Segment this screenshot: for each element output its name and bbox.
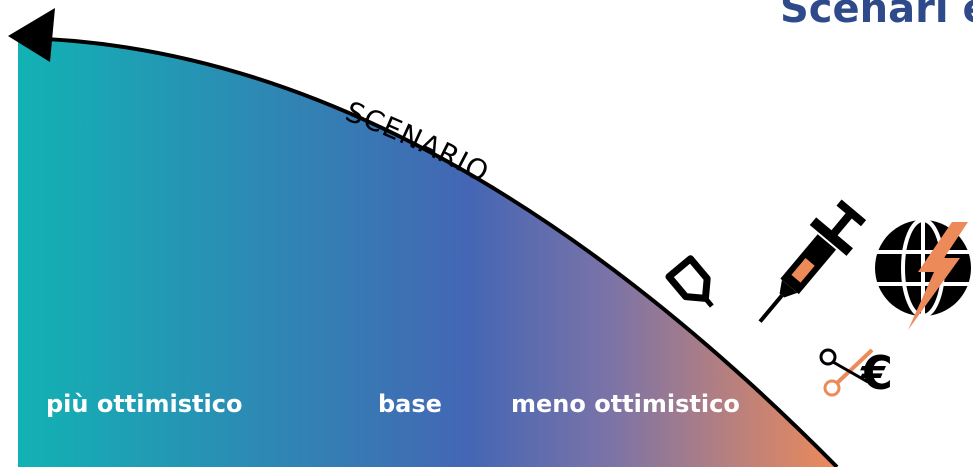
- euro-scissors-icon: €: [819, 346, 893, 400]
- label-base: base: [378, 390, 442, 418]
- svg-text:€: €: [860, 346, 893, 400]
- syringe-icon: [758, 199, 867, 323]
- arrow-left-icon: [8, 8, 55, 62]
- globe-lightning-icon: [875, 218, 971, 330]
- scenario-arc: [17, 36, 839, 467]
- page-title: Scenari e: [780, 0, 973, 32]
- label-most-optimistic: più ottimistico: [46, 390, 243, 418]
- scenario-gradient-area: [18, 38, 837, 467]
- arc-marker-icon: [665, 255, 714, 308]
- label-less-optimistic: meno ottimistico: [511, 390, 740, 418]
